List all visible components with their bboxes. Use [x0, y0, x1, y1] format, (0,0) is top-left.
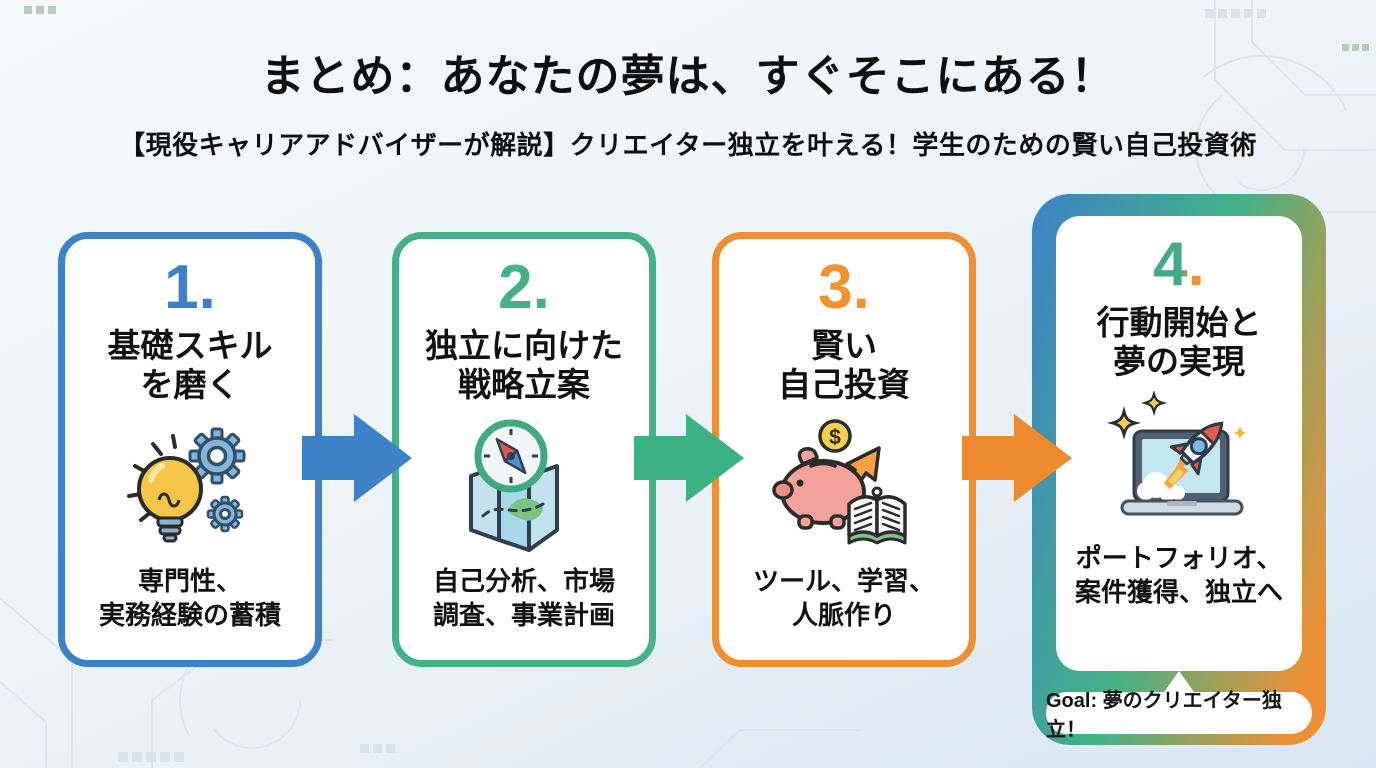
step-card-4: 4. 行動開始と 夢の実現: [1032, 194, 1326, 745]
coin-dollar-symbol: $: [829, 426, 841, 449]
step-number: 1.: [164, 253, 216, 322]
step-description-line: ポートフォリオ、: [1075, 542, 1283, 573]
step-card-3: 3. 賢い 自己投資 $: [712, 232, 976, 667]
step-title-line: 戦略立案: [458, 365, 590, 403]
step-icon-wrap: [115, 409, 265, 559]
step-description: 自己分析、市場 調査、事業計画: [433, 565, 615, 633]
step-icon-wrap: [449, 409, 599, 559]
arrow-step1-to-step2: [302, 414, 412, 502]
arrow-step3-to-step4: [962, 414, 1072, 502]
step-title-line: を磨く: [140, 365, 240, 403]
step-number: 2.: [498, 253, 550, 322]
goal-badge-label: Goal: 夢のクリエイター独立！: [1046, 690, 1282, 741]
step-title-line: 夢の実現: [1113, 342, 1245, 380]
step-description-line: 人脈作り: [791, 599, 896, 630]
page-title: まとめ：あなたの夢は、すぐそこにある！: [260, 52, 1116, 101]
compass-map-icon: [469, 419, 559, 552]
step-description: ツール、学習、 人脈作り: [753, 565, 935, 633]
step-description-line: 調査、事業計画: [432, 599, 615, 630]
step-description: ポートフォリオ、 案件獲得、独立へ: [1075, 542, 1283, 610]
goal-pointer-triangle: [1164, 671, 1194, 692]
step-description-line: 実務経験の蓄積: [98, 599, 281, 630]
rocket-laptop-icon: [1107, 390, 1247, 516]
step-icon-wrap: [1104, 386, 1254, 536]
step-title-line: 賢い: [811, 327, 877, 364]
step-card-1: 1. 基礎スキル を磨く: [58, 232, 322, 667]
step-description-line: 専門性、: [137, 565, 242, 596]
lightbulb-gears-icon: [127, 427, 246, 543]
step-title: 独立に向けた 戦略立案: [425, 327, 623, 405]
step-title: 行動開始と 夢の実現: [1097, 304, 1262, 382]
page-subtitle: 【現役キャリアアドバイザーが解説】クリエイター独立を叶える！学生のための賢い自己…: [119, 130, 1257, 160]
step-description-line: ツール、学習、: [752, 565, 935, 596]
step-icon-wrap: $: [769, 409, 919, 559]
step-title-line: 行動開始と: [1096, 304, 1262, 341]
step-title: 基礎スキル を磨く: [108, 327, 273, 405]
step-card-4-content: 4. 行動開始と 夢の実現: [1056, 216, 1302, 671]
arrow-step2-to-step3: [634, 414, 744, 502]
step-description: 専門性、 実務経験の蓄積: [99, 565, 281, 633]
step-title-line: 独立に向けた: [425, 327, 623, 364]
step-title: 賢い 自己投資: [778, 327, 910, 405]
step-description-line: 案件獲得、独立へ: [1074, 576, 1283, 607]
step-card-2: 2. 独立に向けた 戦略立案: [392, 232, 656, 667]
step-title-line: 自己投資: [778, 365, 910, 403]
piggy-bank-growth-book-icon: $: [772, 419, 907, 545]
step-number: 4.: [1153, 230, 1205, 299]
step-description-line: 自己分析、市場: [432, 565, 615, 596]
step-title-line: 基礎スキル: [107, 327, 273, 364]
step-number: 3.: [818, 253, 870, 322]
goal-badge: Goal: 夢のクリエイター独立！: [1046, 690, 1312, 741]
